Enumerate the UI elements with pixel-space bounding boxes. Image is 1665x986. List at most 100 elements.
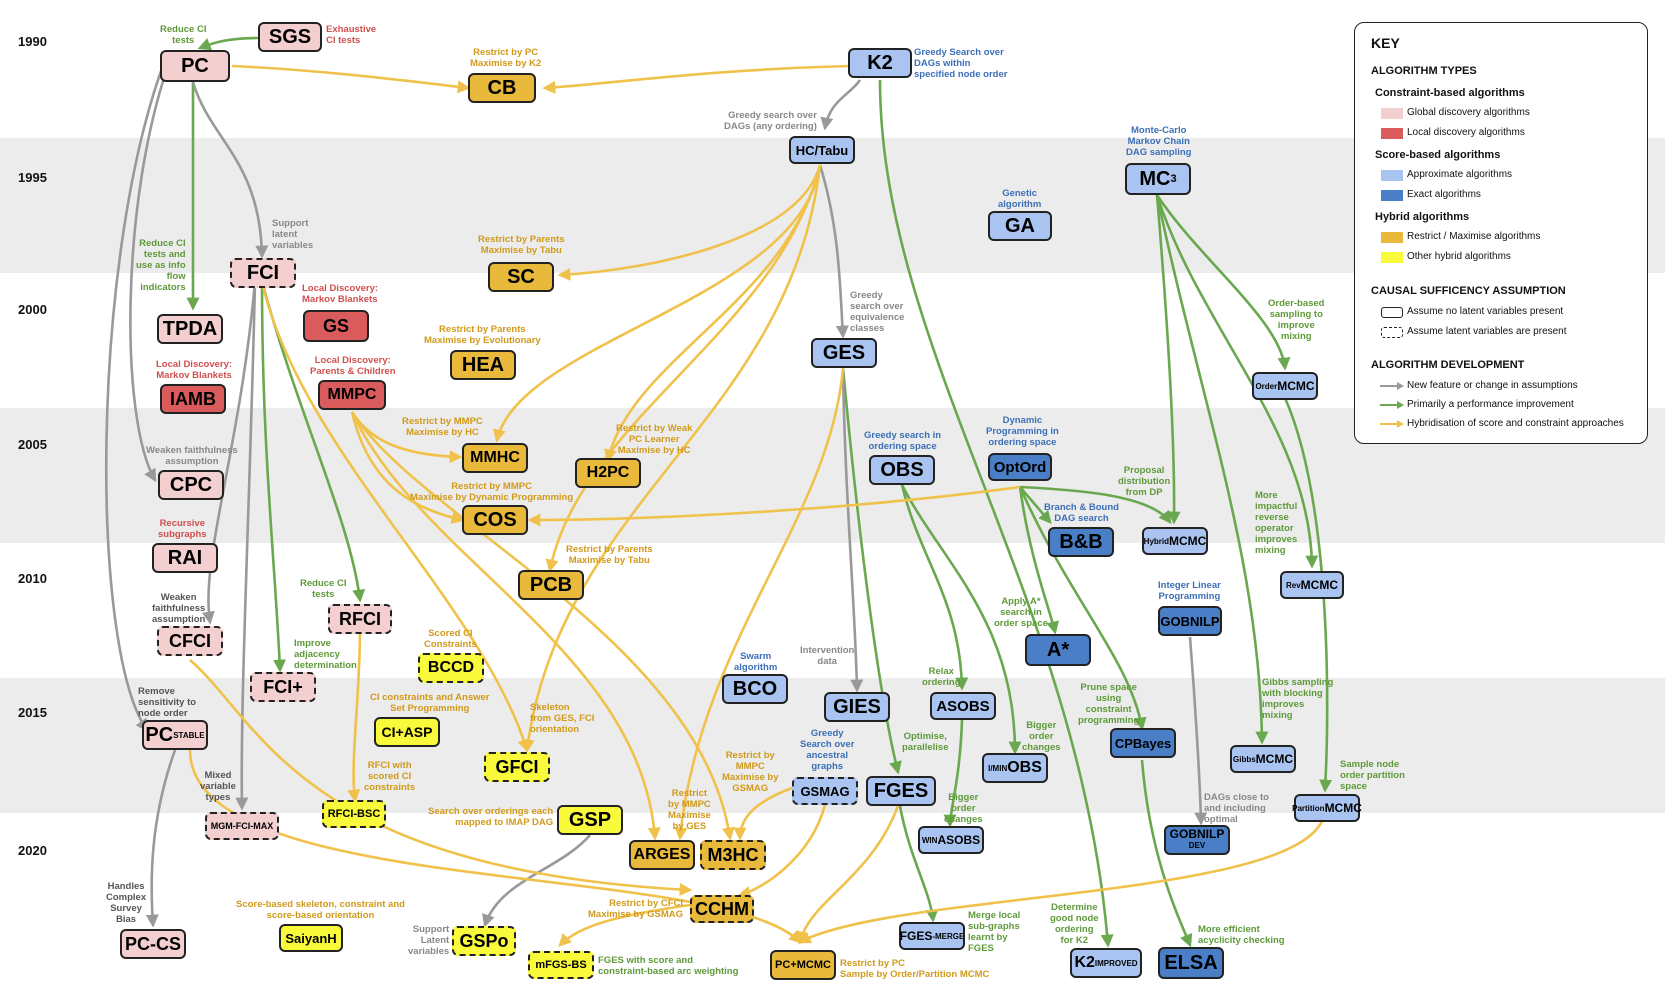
node-gies[interactable]: GIES	[824, 692, 890, 722]
node-prefix: Order	[1255, 381, 1278, 391]
node-gs[interactable]: GS	[303, 310, 369, 342]
annotation: Optimise,parallelise	[902, 731, 949, 753]
node-prefix: Partition	[1292, 803, 1325, 813]
node-label: FGES	[873, 779, 929, 802]
node-ga[interactable]: GA	[988, 211, 1052, 241]
node-pcb[interactable]: PCB	[518, 570, 584, 600]
node-pc[interactable]: PC	[160, 50, 230, 82]
node-iamb[interactable]: IAMB	[160, 384, 226, 414]
node-rai[interactable]: RAI	[152, 543, 218, 573]
node-bccd[interactable]: BCCD	[418, 653, 484, 683]
node-mmpc[interactable]: MMPC	[318, 380, 386, 410]
node-obs[interactable]: OBS	[869, 455, 935, 485]
node-bb[interactable]: B&B	[1048, 527, 1114, 557]
node-label: GOBNILP	[1169, 827, 1225, 841]
node-cb[interactable]: CB	[468, 73, 536, 103]
swatch-no-latent	[1381, 307, 1403, 318]
node-label: PC	[181, 54, 209, 77]
node-label: SC	[507, 265, 535, 288]
node-rfci-bsc[interactable]: RFCI-BSC	[322, 800, 386, 828]
swatch-other	[1381, 252, 1403, 263]
node-asobs[interactable]: ASOBS	[930, 692, 996, 720]
node-fges-merge[interactable]: FGES-MERGE	[899, 922, 965, 950]
edge-optord-cpbayes	[1018, 486, 1147, 731]
node-gsmag[interactable]: GSMAG	[792, 777, 858, 805]
year-label: 2015	[18, 705, 47, 720]
node-sc[interactable]: SC	[488, 262, 554, 292]
node-gsp[interactable]: GSP	[557, 805, 623, 835]
node-optord[interactable]: OptOrd	[988, 453, 1052, 481]
node-k2[interactable]: K2	[848, 48, 912, 78]
node-tpda[interactable]: TPDA	[157, 314, 223, 344]
node-cos[interactable]: COS	[462, 505, 528, 535]
edge-hctabu-ges	[818, 164, 849, 339]
node-cfci[interactable]: CFCI	[157, 626, 223, 656]
node-pc-cs[interactable]: PC-CS	[120, 929, 186, 959]
node-label: ELSA	[1164, 951, 1218, 974]
node-gfci[interactable]: GFCI	[484, 752, 550, 782]
node-bco[interactable]: BCO	[722, 674, 788, 704]
node-fges[interactable]: FGES	[866, 776, 936, 806]
node-mgm-fci-max[interactable]: MGM-FCI-MAX	[205, 812, 279, 840]
node-pc-mcmc[interactable]: PC+MCMC	[770, 950, 836, 980]
node-mfgs-bs[interactable]: mFGS-BS	[528, 951, 594, 979]
edge-gsp-gspo	[482, 834, 591, 928]
key-new-feature: New feature or change in assumptions	[1407, 380, 1578, 391]
node-label: GA	[1005, 214, 1035, 237]
annotation: Local Discovery:Parents & Children	[310, 355, 396, 377]
node-h2pc[interactable]: H2PC	[575, 458, 641, 488]
edge-obs-asobs	[900, 484, 969, 691]
edge-mc3-ordermcmc	[1155, 194, 1291, 371]
node-label: MC	[1139, 167, 1171, 190]
node-gobnilp[interactable]: GOBNILP	[1158, 606, 1222, 636]
node-label: SaiyanH	[285, 930, 337, 946]
node-cchm[interactable]: CCHM	[690, 895, 754, 923]
node-gspo[interactable]: GSPo	[452, 926, 516, 956]
node-astar[interactable]: A*	[1025, 634, 1091, 666]
node-fci-plus[interactable]: FCI+	[250, 672, 316, 702]
key-global: Global discovery algorithms	[1407, 107, 1530, 118]
node-sgs[interactable]: SGS	[258, 22, 322, 52]
edge-k2-cb	[542, 64, 849, 94]
node-saiyanh[interactable]: SaiyanH	[279, 924, 343, 952]
node-cpc[interactable]: CPC	[158, 470, 224, 500]
node-arges[interactable]: ARGES	[629, 840, 695, 870]
node-mmhc[interactable]: MMHC	[462, 443, 528, 473]
node-elsa[interactable]: ELSA	[1158, 947, 1224, 979]
node-rfci[interactable]: RFCI	[328, 604, 392, 634]
node-cpbayes[interactable]: CPBayes	[1110, 728, 1176, 758]
node-ges[interactable]: GES	[811, 338, 877, 368]
node-label: FCI	[246, 261, 280, 284]
node-m3hc[interactable]: M3HC	[700, 840, 766, 870]
node-fci[interactable]: FCI	[230, 258, 296, 288]
key-dev-heading: ALGORITHM DEVELOPMENT	[1371, 359, 1525, 371]
node-hc-tabu[interactable]: HC/Tabu	[789, 136, 855, 164]
node-label: GIES	[833, 695, 881, 718]
node-ci-asp[interactable]: CI+ASP	[374, 717, 440, 747]
node-hea[interactable]: HEA	[450, 350, 516, 380]
